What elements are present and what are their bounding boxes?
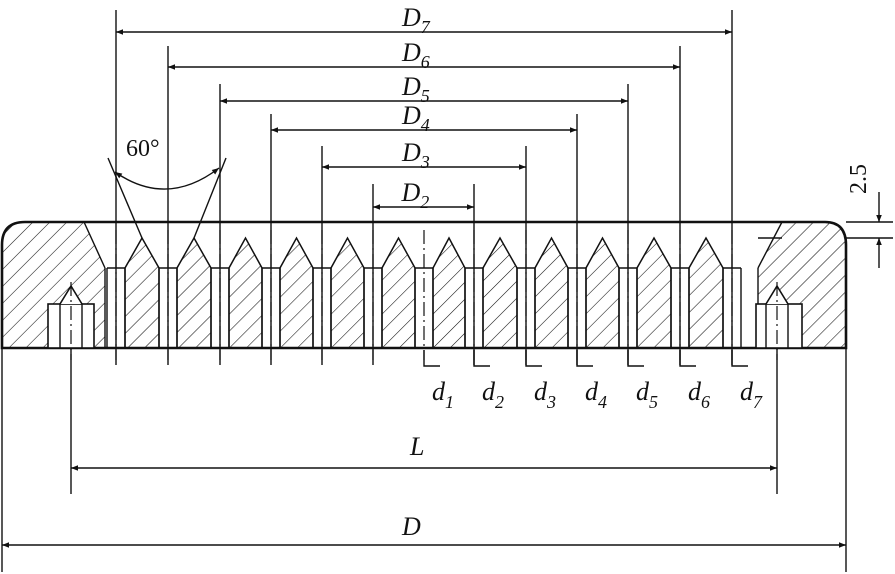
tooth (176, 236, 212, 349)
tooth (279, 236, 314, 349)
leader-line (473, 350, 490, 367)
depth-label: 2.5 (846, 164, 872, 194)
tooth (124, 236, 160, 349)
length-label: L (409, 432, 424, 461)
depth-dimension: 2.5 (846, 164, 893, 268)
diameter-dimension: D (1, 348, 847, 572)
inner-diameter-label: d1 (432, 377, 454, 412)
diameter-label: D (401, 512, 421, 541)
leader-line (525, 350, 542, 367)
inner-diameter-label: d7 (740, 377, 763, 412)
tooth (228, 236, 263, 349)
tooth (432, 236, 466, 349)
inner-diameter-leaders: d1 d2 d3 d4 d5 d6 d7 (423, 350, 763, 412)
outer-diameter-label: D5 (401, 72, 430, 106)
outer-diameter-label: D6 (401, 38, 430, 72)
outer-diameter-label: D3 (401, 138, 430, 172)
angle-dimension: 60° (107, 136, 227, 239)
plate-teeth (106, 236, 742, 349)
tooth (330, 236, 365, 349)
outer-diameter-label: D2 (401, 178, 430, 212)
leader-line (423, 350, 440, 367)
outer-diameter-label: D7 (401, 3, 431, 37)
right-bevel-line (757, 221, 783, 269)
inner-diameter-label: d4 (585, 377, 607, 412)
tooth (534, 236, 569, 349)
tooth (482, 236, 518, 349)
inner-diameter-label: d2 (482, 377, 504, 412)
tooth (688, 236, 724, 349)
tooth (636, 236, 672, 349)
left-bevel-line (83, 221, 106, 269)
leader-line (576, 350, 593, 367)
leader-line (731, 350, 748, 367)
tooth (381, 236, 416, 349)
angle-label: 60° (126, 136, 160, 162)
inner-diameter-label: d6 (688, 377, 710, 412)
right-pin-hole (755, 284, 803, 349)
leader-line (679, 350, 696, 367)
leader-line (627, 350, 644, 367)
plate-body (0, 220, 848, 360)
inner-diameter-label: d3 (534, 377, 556, 412)
tooth (585, 236, 620, 349)
inner-diameter-label: d5 (636, 377, 658, 412)
length-dimension: L (70, 348, 778, 494)
outer-diameter-label: D4 (401, 101, 430, 135)
